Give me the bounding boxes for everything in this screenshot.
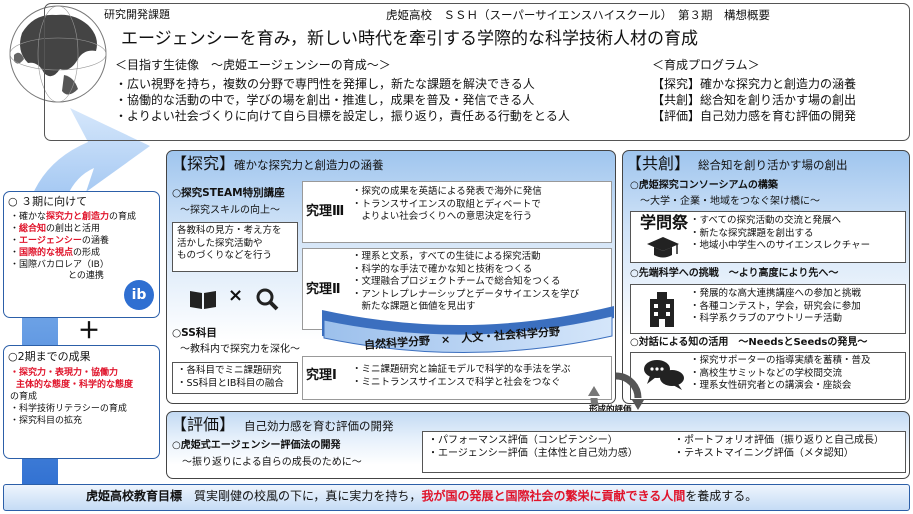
level1-label: 究理Ⅰ xyxy=(306,368,337,383)
list-item: 主体的な態度・科学的な態度 xyxy=(16,379,134,390)
hyoka-methods-box xyxy=(422,431,906,473)
goal-item: ・よりよい社会づくりに向けて自ら目標を設定し，振り返り，責任ある行動をとる人 xyxy=(115,108,570,123)
consortium-subtitle: ～大学・企業・地域をつなぐ架け橋に～ xyxy=(640,196,820,207)
main-title: エージェンシーを育み，新しい時代を牽引する学際的な科学技術人材の育成 xyxy=(121,29,698,49)
steam-subtitle: ～探究スキルの向上～ xyxy=(180,205,280,216)
program-item: 【評価】自己効力感を育む評価の開発 xyxy=(652,108,857,123)
goal-list: ・広い視野を持ち，複数の分野で専門性を発揮し，新たな課題を解決できる人 ・協働的… xyxy=(115,77,570,124)
level3-label: 究理Ⅲ xyxy=(306,204,345,219)
list-item: ・国際的な視点の形成 xyxy=(10,247,101,258)
list-item: との連携 xyxy=(68,271,104,282)
level1-list: ・ミニ課題研究と論証モデルで科学的な手法を学ぶ ・ミニトランスサイエンスで科学と… xyxy=(352,364,571,388)
goal-heading: ＜目指す生徒像 ～虎姫エージェンシーの育成～＞ xyxy=(115,58,391,72)
phase3-list: ・確かな探究力と創造力の育成 ・総合知の創出と活用 ・エージェンシーの涵養 ・国… xyxy=(10,212,136,283)
program-list: 【探究】確かな探究力と創造力の涵養 【共創】総合知を創り活かす場の創出 【評価】… xyxy=(652,77,856,124)
footer-bar xyxy=(3,484,910,511)
list-item: ・科学技術リテラシーの育成 xyxy=(10,403,127,414)
building-icon xyxy=(650,292,674,327)
ss-subtitle: ～教科内で探究力を深化～ xyxy=(180,344,300,355)
steam-desc: 各教科の見方・考え方を 活かした探究活動や ものづくりなどを行う xyxy=(172,222,298,272)
list-item: ・探究力・表現力・協働力 xyxy=(10,368,119,378)
hyoka-title: 【評価】 xyxy=(171,415,236,434)
dialog-box xyxy=(630,352,906,400)
list-item: ・エージェンシーの涵養 xyxy=(10,235,109,246)
list-item: ・総合知の創出と活用 xyxy=(10,223,101,234)
level3-list: ・探究の成果を英語による発表で海外に発信 ・トランスサイエンスの取組とディベート… xyxy=(352,186,542,223)
goal-item: ・広い視野を持ち，複数の分野で専門性を発揮し，新たな課題を解決できる人 xyxy=(115,77,535,91)
advanced-title: ○先端科学への挑戦 ～より高度により先へ～ xyxy=(630,268,839,279)
hyoka-subtitle: 自己効力感を育む評価の開発 xyxy=(244,419,394,433)
graduation-cap-icon xyxy=(647,237,679,258)
plus-sign: ＋ xyxy=(78,319,101,344)
program-heading: ＜育成プログラム＞ xyxy=(652,58,760,72)
school-concept: 虎姫高校 ＳＳＨ（スーパーサイエンスハイスクール） 第３期 構想概要 xyxy=(386,8,770,22)
phase3-title: ○ ３期に向けて xyxy=(8,195,88,208)
ib-logo: ib xyxy=(124,280,154,310)
list-item: ・確かな探究力と創造力の育成 xyxy=(10,212,137,222)
ss-desc: ・各科目でミニ課題研究 ・SS科目とIB科目の融合 xyxy=(172,362,298,394)
subject-label: 研究開発課題 xyxy=(104,8,170,21)
festival-list: ・すべての探究活動の交流と発展へ ・新たな探究課題を創出する ・地域小中学生への… xyxy=(690,215,871,252)
hyoka-methods-right: ・ポートフォリオ評価（振り返りと自己成長） ・テキストマイニング評価（メタ認知） xyxy=(674,435,884,460)
list-item: ・探究科目の拡充 xyxy=(10,415,83,426)
phase2-panel xyxy=(3,345,160,459)
ss-title: ○SS科目 xyxy=(172,327,217,339)
magnifier-icon xyxy=(256,288,279,311)
consortium-title: ○虎姫探究コンソーシアムの構築 xyxy=(630,180,778,191)
tankyu-subtitle: 確かな探究力と創造力の涵養 xyxy=(234,158,384,172)
level2-label: 究理Ⅱ xyxy=(306,282,341,297)
dialog-list: ・探究サポーターの指導実績を蓄積・普及 ・高校生サミットなどの学校間交流 ・理系… xyxy=(690,355,871,392)
tankyu-title: 【探究】 xyxy=(171,154,236,173)
festival-label: 学問祭 xyxy=(640,213,689,232)
cycle-label: 形成的評価 xyxy=(589,405,632,416)
steam-title: ○探究STEAM特別講座 xyxy=(172,187,285,199)
dialog-title: ○対話による知の活用 ～NeedsとSeedsの発見～ xyxy=(630,337,868,348)
level2-list: ・理系と文系，すべての生徒による探究活動 ・科学的な手法で確かな知と技術をつくる… xyxy=(352,251,580,313)
advanced-list: ・発展的な高大連携講座への参加と挑戦 ・各種コンテスト，学会，研究会に参加 ・科… xyxy=(690,288,862,325)
phase2-list: ・探究力・表現力・協働力 主体的な態度・科学的な態度 の育成 ・科学技術リテラシ… xyxy=(10,368,133,427)
festival-box xyxy=(630,211,906,263)
list-item: の育成 xyxy=(10,391,38,402)
times-icon: × xyxy=(228,285,244,306)
hyoka-sub-title: ○虎姫式エージェンシー評価法の開発 xyxy=(172,440,341,451)
hyoka-sub-subtitle: ～振り返りによる自らの成長のために～ xyxy=(182,457,362,468)
phase2-title: ○2期までの成果 xyxy=(8,350,91,363)
hyoka-methods-left: ・パフォーマンス評価（コンピテンシー） ・エージェンシー評価（主体性と自己効力感… xyxy=(428,435,638,460)
goal-item: ・協働的な活動の中で，学びの場を創出・推進し，成果を普及・発信できる人 xyxy=(115,92,535,107)
field-banner xyxy=(322,306,614,353)
list-item: ・国際バカロレア（IB） xyxy=(10,259,109,270)
level1-box xyxy=(302,356,612,400)
kyoso-subtitle: 総合知を創り活かす場の創出 xyxy=(698,158,848,172)
program-item: 【共創】総合知を創り活かす場の創出 xyxy=(652,92,857,107)
program-item: 【探究】確かな探究力と創造力の涵養 xyxy=(652,77,857,91)
book-icon xyxy=(190,291,216,309)
kyoso-title: 【共創】 xyxy=(626,154,691,173)
speech-bubbles-icon xyxy=(644,360,684,390)
header-panel xyxy=(44,3,910,141)
level3-box xyxy=(302,181,612,243)
footer-text: 虎姫高校教育目標 質実剛健の校風の下に，真に実力を持ち，我が国の発展と国際社会の… xyxy=(86,489,758,503)
globe-icon xyxy=(9,5,107,103)
advanced-box xyxy=(630,284,906,334)
